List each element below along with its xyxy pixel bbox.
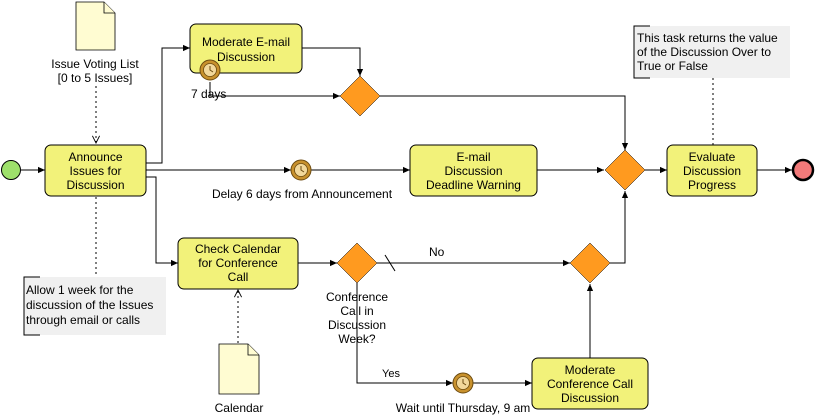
flow-moderate-email-to-gateway[interactable]	[302, 47, 364, 76]
flow-timer-7days-to-gateway[interactable]	[209, 82, 340, 100]
task-label-line: Conference Call	[547, 377, 633, 391]
task-label-line: Moderate E-mail	[202, 35, 290, 49]
task-moderate-email-discussion[interactable]: Moderate E-mail Discussion	[189, 23, 303, 74]
annotation-line: discussion of the Issues	[26, 298, 153, 312]
flow-announce-to-check-calendar[interactable]	[146, 176, 178, 267]
task-label-line: Discussion	[66, 178, 124, 192]
task-label-line: Discussion	[444, 164, 502, 178]
annotation-line: Allow 1 week for the	[26, 283, 134, 297]
delay-timer-label: Delay 6 days from Announcement	[212, 187, 393, 201]
clock-hands-icon	[300, 166, 305, 173]
calendar-label: Calendar	[215, 401, 264, 415]
data-object-issue-voting-list[interactable]	[75, 1, 116, 51]
timer-event-delay-6-days[interactable]	[290, 159, 312, 181]
associations	[96, 78, 714, 343]
task-email-deadline-warning[interactable]: E-mail Discussion Deadline Warning	[409, 144, 538, 197]
timer-7-days-label: 7 days	[191, 87, 226, 101]
task-label-line: Evaluate	[689, 150, 736, 164]
clock-hands-icon	[209, 66, 214, 73]
task-label-line: Discussion	[561, 391, 619, 405]
annotation-allow-week[interactable]: Allow 1 week for the discussion of the I…	[23, 276, 166, 336]
task-announce-issues[interactable]: Announce Issues for Discussion	[44, 144, 147, 197]
sequence-flows	[21, 44, 792, 387]
gateway-question-label: Conference	[326, 290, 388, 304]
voting-list-label: [0 to 5 Issues]	[58, 71, 133, 85]
document-fold	[247, 344, 259, 356]
task-label-line: for Conference	[198, 256, 278, 270]
flow-gateway-yes-to-wait-timer[interactable]	[356, 283, 453, 387]
task-label-line: E-mail	[456, 150, 490, 164]
task-label-line: Moderate	[565, 363, 616, 377]
voting-list-label: Issue Voting List	[51, 57, 139, 71]
task-label-line: Announce	[68, 150, 122, 164]
clock-hands-icon	[462, 379, 467, 386]
annotation-line: This task returns the value	[637, 31, 778, 45]
timer-event-7-days[interactable]	[199, 59, 221, 81]
document-icon	[75, 1, 116, 51]
gateway-email-or-timeout[interactable]	[339, 75, 381, 117]
task-label-line: Progress	[688, 178, 736, 192]
default-flow-slash	[384, 254, 396, 272]
gateway-question-label: Call in	[340, 304, 373, 318]
task-label-line: Check Calendar	[195, 242, 281, 256]
gateway-conference-merge[interactable]	[569, 242, 611, 284]
gateway-question-label: Discussion	[328, 318, 386, 332]
start-event[interactable]	[1, 160, 21, 180]
annotation-line: of the Discussion Over to	[637, 45, 771, 59]
yes-flow-label: Yes	[382, 368, 400, 380]
annotation-task-returns[interactable]: This task returns the value of the Discu…	[633, 25, 790, 79]
gateway-merge[interactable]	[604, 149, 646, 191]
no-flow-label: No	[429, 245, 445, 259]
document-fold	[103, 2, 115, 14]
data-object-calendar[interactable]	[218, 343, 260, 395]
flow-gateway-top-to-merge[interactable]	[380, 95, 629, 150]
flow-merge-lower-to-merge[interactable]	[610, 191, 629, 264]
task-label-line: Call	[228, 270, 249, 284]
end-event[interactable]	[791, 158, 815, 182]
annotation-line: through email or calls	[26, 313, 140, 327]
task-label-line: Issues for	[69, 164, 121, 178]
wait-timer-label: Wait until Thursday, 9 am	[396, 401, 531, 415]
task-check-calendar[interactable]: Check Calendar for Conference Call	[177, 237, 299, 290]
annotation-line: True or False	[637, 59, 708, 73]
timer-event-wait-thursday[interactable]	[452, 372, 474, 394]
task-moderate-conference-call[interactable]: Moderate Conference Call Discussion	[531, 357, 649, 410]
flow-announce-to-moderate-email[interactable]	[146, 44, 190, 164]
task-evaluate-discussion-progress[interactable]: Evaluate Discussion Progress	[666, 144, 758, 197]
document-icon	[218, 343, 260, 395]
gateway-question-label: Week?	[338, 332, 375, 346]
task-label-line: Discussion	[683, 164, 741, 178]
gateway-conference-call-decision[interactable]	[336, 242, 378, 284]
task-label-line: Discussion	[217, 50, 275, 64]
task-label-line: Deadline Warning	[426, 178, 521, 192]
